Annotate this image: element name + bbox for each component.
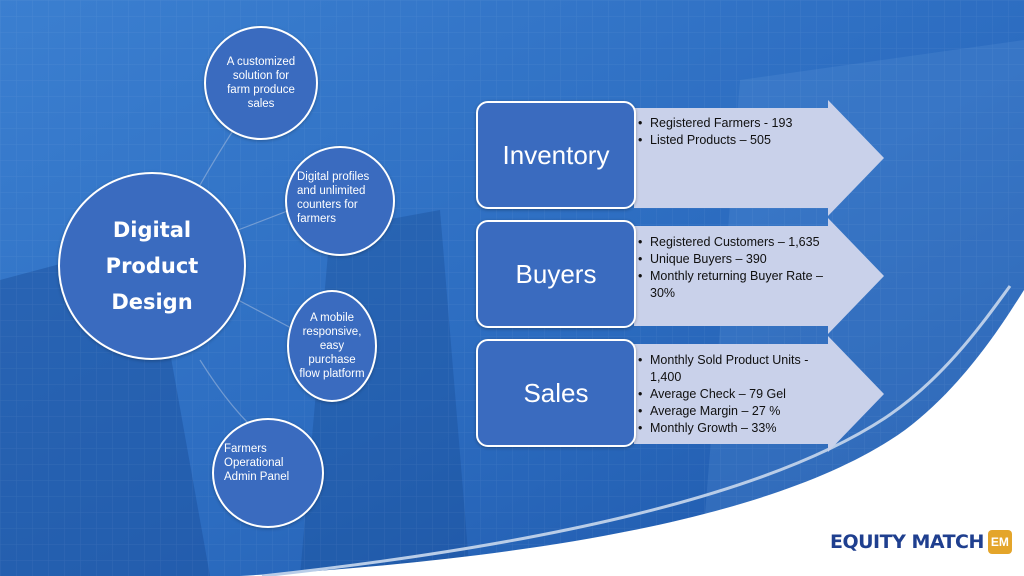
- buyers-bullets: Registered Customers – 1,635 Unique Buye…: [638, 234, 838, 302]
- inventory-bullets: Registered Farmers - 193 Listed Products…: [638, 115, 838, 149]
- bullet-item: Unique Buyers – 390: [638, 251, 838, 268]
- bullet-item: Average Margin – 27 %: [638, 403, 838, 420]
- feature-circle-admin-panel: Farmers Operational Admin Panel: [212, 418, 324, 528]
- sales-bullets: Monthly Sold Product Units - 1,400 Avera…: [638, 352, 838, 437]
- feature-text: Digital profiles and unlimited counters …: [297, 171, 370, 225]
- feature-circle-mobile-platform: A mobile responsive, easy purchase flow …: [287, 290, 377, 402]
- feature-text: A mobile responsive, easy purchase flow …: [299, 312, 365, 380]
- feature-text: Farmers Operational Admin Panel: [224, 443, 290, 483]
- metric-box-sales: Sales: [476, 339, 636, 447]
- main-circle: Digital Product Design: [58, 172, 246, 360]
- bullet-item: Average Check – 79 Gel: [638, 386, 838, 403]
- main-label-line: Product: [105, 254, 199, 278]
- metric-title: Buyers: [515, 258, 597, 289]
- equity-match-logo: EQUITY MATCH EM: [830, 530, 1012, 554]
- logo-text: EQUITY MATCH: [830, 531, 984, 553]
- metric-box-buyers: Buyers: [476, 220, 636, 328]
- bullet-item: Monthly Sold Product Units - 1,400: [638, 352, 838, 386]
- feature-circle-custom-solution: A customized solution for farm produce s…: [204, 26, 318, 140]
- feature-circle-digital-profiles: Digital profiles and unlimited counters …: [285, 146, 395, 256]
- bullet-item: Registered Customers – 1,635: [638, 234, 838, 251]
- main-label-line: Design: [111, 290, 193, 314]
- logo-mark-icon: EM: [987, 530, 1012, 554]
- bullet-item: Listed Products – 505: [638, 132, 838, 149]
- metric-box-inventory: Inventory: [476, 101, 636, 209]
- bullet-item: Registered Farmers - 193: [638, 115, 838, 132]
- feature-text: A customized solution for farm produce s…: [226, 56, 296, 110]
- main-label-line: Digital: [112, 218, 192, 242]
- metric-title: Sales: [523, 377, 589, 408]
- metric-title: Inventory: [502, 139, 610, 170]
- bullet-item: Monthly Growth – 33%: [638, 420, 838, 437]
- bullet-item: Monthly returning Buyer Rate – 30%: [638, 268, 838, 302]
